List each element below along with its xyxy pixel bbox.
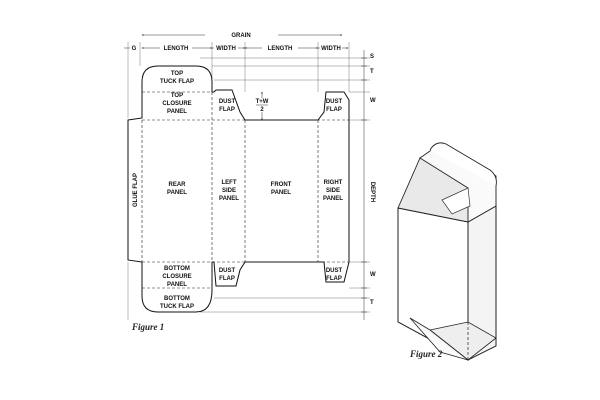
- dust-flap-br-label-1: DUST: [326, 268, 343, 274]
- left-side-panel-label-1: LEFT: [222, 180, 237, 186]
- length-label-2: LENGTH: [268, 46, 293, 52]
- w-label-top: W: [370, 98, 376, 104]
- front-panel-label-2: PANEL: [271, 190, 291, 196]
- right-side-panel-label-1: RIGHT: [324, 180, 343, 186]
- dust-flap-tr-label-2: FLAP: [326, 107, 342, 113]
- dust-flap-bl-label-1: DUST: [219, 268, 236, 274]
- bottom-tuck-flap-label-1: BOTTOM: [164, 296, 190, 302]
- w-label-bottom: W: [370, 272, 376, 278]
- bottom-closure-label-1: BOTTOM: [164, 266, 190, 272]
- top-closure-label-1: TOP: [171, 93, 183, 99]
- tw-numerator: T+W: [256, 99, 269, 105]
- depth-label: DEPTH: [369, 182, 375, 202]
- grain-label: GRAIN: [231, 33, 250, 39]
- figure-2-caption: Figure 2: [409, 349, 443, 359]
- right-side-panel-label-3: PANEL: [323, 196, 343, 202]
- left-side-panel-label-2: SIDE: [222, 188, 236, 194]
- s-label: S: [370, 54, 374, 60]
- bottom-closure-label-2: CLOSURE: [162, 274, 191, 280]
- front-panel-label-1: FRONT: [271, 182, 292, 188]
- glue-flap-label: GLUE FLAP: [133, 173, 139, 207]
- top-tuck-flap-label-1: TOP: [171, 71, 183, 77]
- bottom-tuck-flap-label-2: TUCK FLAP: [160, 304, 194, 310]
- top-tuck-flap-label-2: TUCK FLAP: [160, 79, 194, 85]
- top-closure-label-2: CLOSURE: [162, 101, 191, 107]
- vertical-dimension-scale: S T W DEPTH W T: [361, 50, 376, 320]
- g-label: G: [132, 46, 137, 52]
- rear-panel-label-1: REAR: [168, 182, 186, 188]
- width-length-dimensions: G LENGTH WIDTH LENGTH WIDTH: [124, 46, 349, 52]
- tw-half-dimension: T+W 2: [256, 91, 269, 121]
- width-label-1: WIDTH: [216, 46, 236, 52]
- top-closure-label-3: PANEL: [167, 109, 187, 115]
- figure-2-assembled-box: Figure 2: [397, 142, 497, 361]
- figure-1-dieline: GRAIN G LENGTH WIDTH LENGTH WIDTH: [124, 33, 376, 332]
- t-label-top: T: [370, 69, 374, 75]
- dieline-outline: [127, 65, 350, 313]
- dust-flap-tr-label-1: DUST: [326, 99, 343, 105]
- tw-denominator: 2: [260, 107, 264, 113]
- left-side-panel-label-3: PANEL: [219, 196, 239, 202]
- bottom-closure-label-3: PANEL: [167, 282, 187, 288]
- dust-flap-bl-label-2: FLAP: [219, 276, 235, 282]
- t-label-bottom: T: [370, 300, 374, 306]
- width-label-2: WIDTH: [321, 46, 341, 52]
- dust-flap-tl-label-1: DUST: [219, 99, 236, 105]
- length-label-1: LENGTH: [164, 46, 189, 52]
- right-side-panel-label-2: SIDE: [326, 188, 340, 194]
- fold-lines: [141, 91, 349, 289]
- rear-panel-label-2: PANEL: [167, 190, 187, 196]
- figure-1-caption: Figure 1: [131, 322, 164, 332]
- dust-flap-br-label-2: FLAP: [326, 276, 342, 282]
- grain-dimension: GRAIN: [141, 33, 343, 39]
- dust-flap-tl-label-2: FLAP: [219, 107, 235, 113]
